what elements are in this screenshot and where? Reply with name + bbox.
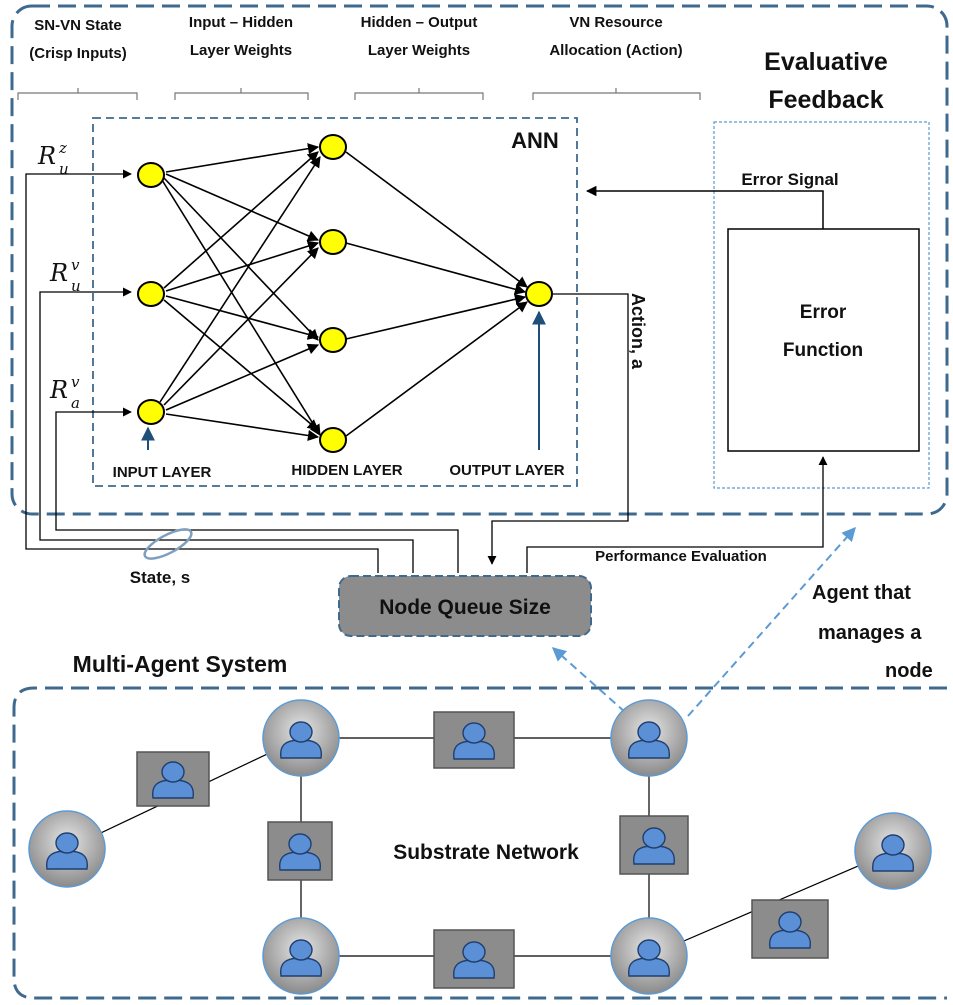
mas-title: Multi-Agent System [73, 651, 288, 677]
svg-text:a: a [71, 394, 80, 412]
hidden-neuron-1 [319, 134, 347, 160]
action-label: Action, a [628, 293, 648, 370]
ann-title: ANN [511, 128, 559, 153]
svg-text:u: u [71, 277, 81, 295]
agent-square-6 [751, 899, 829, 959]
error-function-line2: Function [783, 340, 863, 361]
svg-text:v: v [71, 373, 80, 391]
feedback-box [713, 121, 930, 489]
svg-text:R: R [49, 259, 68, 287]
agent-square-4 [619, 815, 689, 875]
hidden-output-weights [345, 151, 528, 437]
performance-evaluation-label: Performance Evaluation [595, 548, 767, 565]
input-r-z-u: R z u [37, 139, 69, 178]
agent-label-line1: Agent that [812, 582, 911, 604]
input-layer-label: INPUT LAYER [113, 464, 212, 481]
svg-text:R: R [37, 142, 56, 170]
state-bundle-ellipse [143, 528, 193, 560]
input-r-v-a: R v a [49, 373, 80, 412]
output-neuron [525, 281, 553, 307]
agent-square-5 [433, 929, 515, 989]
agent-node-far-right [854, 812, 932, 890]
header-ih-weights-line1: Input – Hidden [189, 14, 293, 31]
agent-to-queue-arrow [551, 647, 626, 713]
agent-node-top-left [262, 699, 340, 777]
agent-node-far-left [28, 810, 106, 888]
ann-system-boundary [10, 4, 949, 516]
hidden-layer-label: HIDDEN LAYER [291, 462, 402, 479]
agent-label-line3: node [885, 660, 933, 682]
substrate-network-label: Substrate Network [393, 841, 579, 864]
input-neuron-1 [137, 162, 165, 188]
node-queue-size-box [338, 575, 592, 637]
output-layer-label: OUTPUT LAYER [449, 462, 564, 479]
input-neuron-3 [137, 399, 165, 425]
mas-boundary [12, 686, 947, 1000]
svg-text:R: R [49, 376, 68, 404]
agent-to-feedback-arrow [687, 526, 856, 717]
header-ho-weights-line2: Layer Weights [368, 42, 470, 59]
header-ih-weights-line2: Layer Weights [190, 42, 292, 59]
hidden-neuron-2 [319, 229, 347, 255]
state-label: State, s [130, 568, 190, 587]
agent-node-bottom-right [610, 917, 688, 995]
hidden-neuron-3 [319, 327, 347, 353]
state-loop-lines [25, 169, 828, 573]
input-r-v-u: R v u [49, 256, 81, 295]
error-signal-arrow [585, 185, 824, 229]
error-signal-label: Error Signal [741, 170, 838, 189]
evaluative-feedback-line1: Evaluative [764, 48, 888, 76]
hidden-neuron-4 [319, 427, 347, 453]
agent-square-3 [267, 821, 333, 881]
header-state-line1: SN-VN State [34, 17, 122, 34]
agent-node-bottom-left [262, 917, 340, 995]
agent-label-line2: manages a [818, 622, 922, 644]
header-state-line2: (Crisp Inputs) [29, 45, 127, 62]
node-queue-size-label: Node Queue Size [379, 596, 551, 619]
agent-node-top-right [610, 699, 688, 777]
input-hidden-weights [159, 143, 321, 442]
header-action-line2: Allocation (Action) [549, 42, 682, 59]
header-action-line1: VN Resource [569, 14, 662, 31]
header-ho-weights-line1: Hidden – Output [361, 14, 478, 31]
ann-box [92, 117, 578, 487]
evaluative-feedback-line2: Feedback [768, 86, 883, 114]
error-function-box [727, 228, 920, 452]
agent-square-1 [136, 751, 210, 807]
svg-text:u: u [59, 160, 69, 178]
input-neuron-2 [137, 281, 165, 307]
svg-text:v: v [71, 256, 80, 274]
header-braces [17, 88, 701, 100]
svg-text:z: z [58, 139, 67, 157]
agent-square-2 [433, 711, 515, 769]
error-function-line1: Error [800, 302, 847, 323]
